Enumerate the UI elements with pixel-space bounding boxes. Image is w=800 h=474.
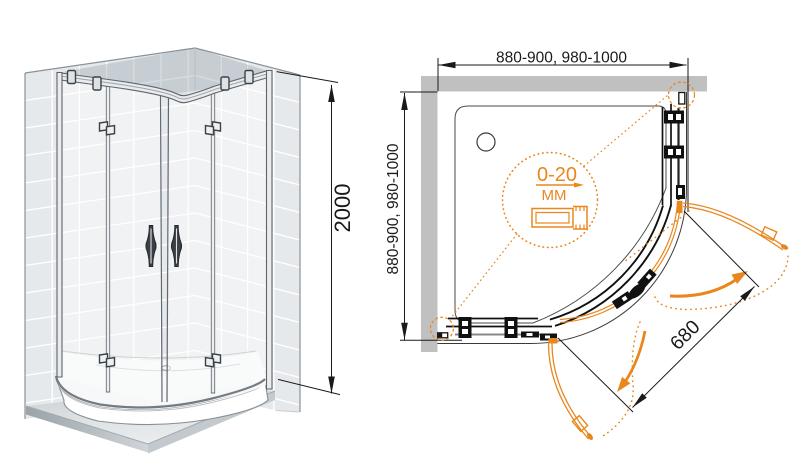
- svg-text:2000: 2000: [330, 184, 355, 233]
- svg-text:0-20: 0-20: [537, 164, 577, 186]
- svg-text:880-900, 980-1000: 880-900, 980-1000: [496, 50, 627, 67]
- svg-text:ММ: ММ: [542, 187, 567, 204]
- svg-text:880-900, 980-1000: 880-900, 980-1000: [385, 143, 402, 274]
